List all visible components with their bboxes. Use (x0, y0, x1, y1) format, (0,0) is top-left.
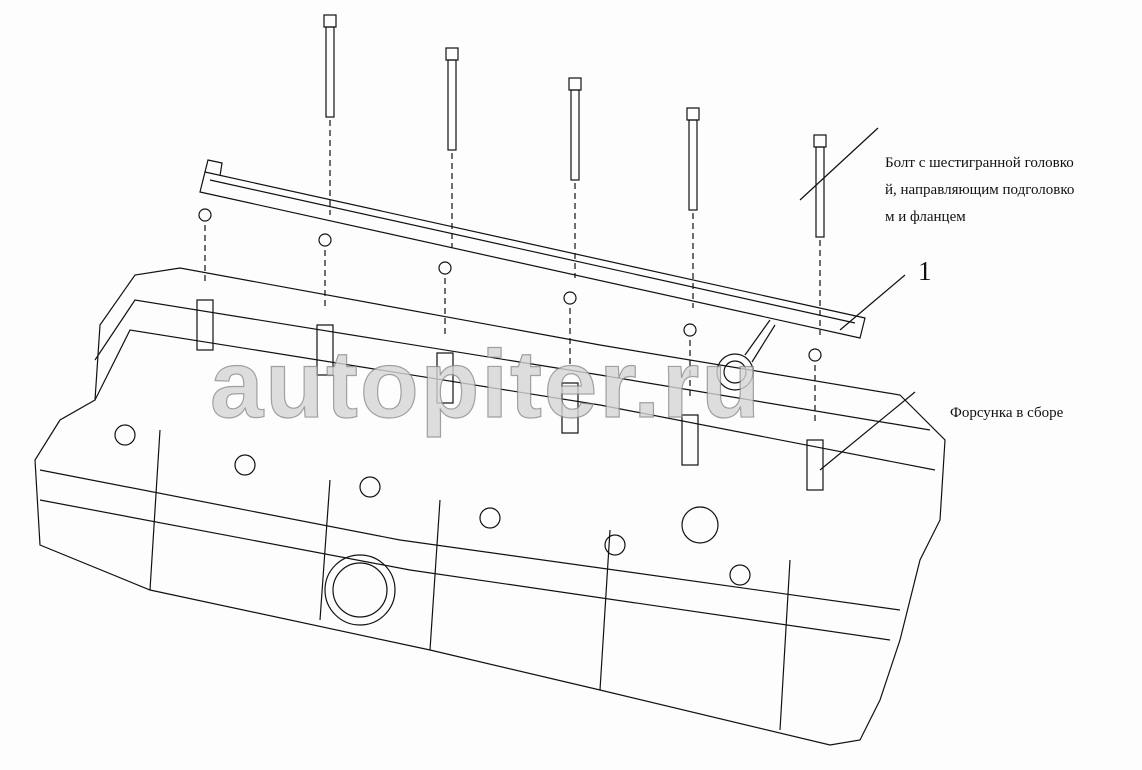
bolt-label: Болт с шестигранной головко й, направляю… (885, 150, 1142, 231)
leader-line-callout (839, 274, 906, 331)
bolt-shank (570, 89, 580, 181)
bolt-label-line: м и фланцем (885, 209, 966, 225)
bolt (686, 107, 700, 308)
injector-nut (198, 208, 212, 222)
bolt-label-line: й, направляющим подголовко (885, 182, 1075, 198)
injector-nut (808, 348, 822, 362)
bolt-shank (815, 146, 825, 238)
injector (436, 261, 454, 404)
injector (196, 208, 214, 351)
injector-label: Форсунка в сборе (950, 405, 1064, 421)
injector-body (681, 414, 699, 466)
injector (561, 291, 579, 434)
bolt-head (686, 107, 700, 121)
callout-number: 1 (918, 256, 932, 286)
injector-body (806, 439, 824, 491)
bolt-shank (325, 26, 335, 118)
injector-body (316, 324, 334, 376)
leader-line-injector (819, 391, 916, 471)
bolt-head (813, 134, 827, 148)
bolt-head (323, 14, 337, 28)
bolt-shank (688, 119, 698, 211)
injector-body (196, 299, 214, 351)
injector-body (561, 382, 579, 434)
injector-nut (318, 233, 332, 247)
bolt (323, 14, 337, 215)
injector (316, 233, 334, 376)
cylinder-head-body (34, 267, 946, 746)
injector-nut (438, 261, 452, 275)
injector-harness-rail (199, 159, 866, 339)
bolt-head (568, 77, 582, 91)
injector-nut (563, 291, 577, 305)
injectors (196, 208, 824, 491)
bolt-head (445, 47, 459, 61)
injector (681, 323, 699, 466)
bolt (445, 47, 459, 248)
injector-nut (683, 323, 697, 337)
watermark: autopiter.ru (209, 330, 763, 438)
bolt-label-line: Болт с шестигранной головко (885, 155, 1074, 171)
bolt (568, 77, 582, 278)
injector-body (436, 352, 454, 404)
bolt (813, 134, 827, 335)
injector (806, 348, 824, 491)
leader-line-bolt (799, 127, 879, 201)
bolts (323, 14, 827, 335)
harness-connector (716, 319, 776, 391)
bolt-shank (447, 59, 457, 151)
